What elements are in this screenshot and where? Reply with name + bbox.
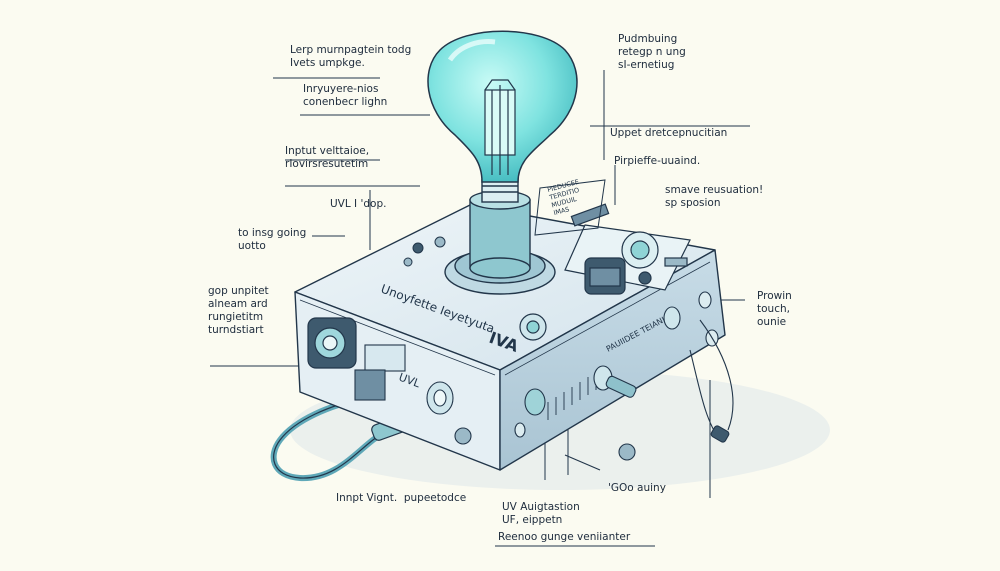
callout-bottom-uv: UV Auigtastion UF, eippetn bbox=[502, 501, 580, 526]
callout-pirpeff: Pirpieffe-uuaind. bbox=[614, 155, 701, 167]
power-cable bbox=[270, 395, 387, 482]
bulb-filament bbox=[484, 79, 516, 175]
callout-bottom-goo: 'GOo auiny bbox=[608, 482, 666, 494]
callout-smave: smave reusuation! sp sposion bbox=[665, 184, 764, 209]
side-ports bbox=[514, 291, 719, 438]
callout-bottom-reenoo: Reenoo gunge veniianter bbox=[498, 531, 631, 543]
callout-top-right-1: Pudmbuing retegp n ung sI-ernetiug bbox=[618, 33, 686, 71]
callout-uvl: UVL I 'dop. bbox=[330, 198, 387, 210]
callout-input-voltage: Inptut velttaioe, rIovirsresutetim bbox=[285, 145, 370, 170]
front-slot bbox=[354, 344, 406, 401]
callout-insg: to insg going uotto bbox=[238, 227, 307, 252]
callout-top-left-2: Inryuyere-nios conenbecr lighn bbox=[303, 83, 388, 108]
external-sensor bbox=[564, 319, 734, 471]
callout-gop: gop unpitet alneam ard rungietitm turnds… bbox=[208, 285, 269, 336]
callout-upper: Uppet dretcepnucitian bbox=[610, 127, 728, 139]
small-plate-text: PIEDUCEETERDITIOMUDUILIMAS bbox=[545, 178, 586, 218]
callout-top-left-1: Lerp murnpagtein todg Ivets umpkge. bbox=[290, 44, 412, 69]
callout-prowin: Prowin touch, ounie bbox=[757, 290, 792, 328]
control-panel bbox=[519, 203, 691, 341]
callout-bottom-input: Innpt Vignt. pupeetodce bbox=[336, 492, 467, 504]
small-plate bbox=[534, 179, 606, 236]
top-buttons bbox=[403, 236, 446, 267]
bulb-socket bbox=[444, 179, 556, 295]
front-connector-left bbox=[307, 317, 357, 369]
front-jack bbox=[426, 381, 472, 445]
